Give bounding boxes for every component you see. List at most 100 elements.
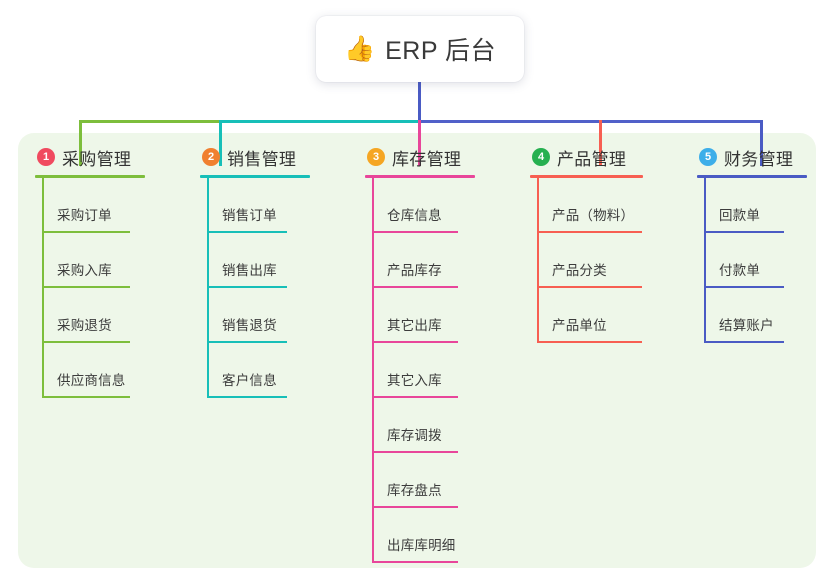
branch-item-label: 出库库明细 (387, 538, 456, 553)
branch-badge-1: 1 (37, 148, 55, 166)
branch-item-label: 供应商信息 (57, 373, 126, 388)
branch-item-rule (537, 341, 642, 343)
branch-title-3: 库存管理 (392, 149, 462, 169)
branch-item-rule (372, 396, 458, 398)
branch-item[interactable]: 产品分类 (530, 233, 643, 288)
branch-item[interactable]: 客户信息 (200, 343, 310, 398)
branch-item-rule (42, 231, 130, 233)
branch-item[interactable]: 采购退货 (35, 288, 145, 343)
branch-item-rule (372, 341, 458, 343)
branch-items-1: 采购订单采购入库采购退货供应商信息 (35, 178, 145, 398)
branch-column-1[interactable]: 1 采购管理采购订单采购入库采购退货供应商信息 (35, 145, 145, 398)
branch-badge-3: 3 (367, 148, 385, 166)
branch-item-rule (372, 231, 458, 233)
branch-item-label: 采购入库 (57, 263, 112, 278)
branch-header-1[interactable]: 1 采购管理 (35, 145, 145, 169)
branch-item[interactable]: 仓库信息 (365, 178, 475, 233)
branch-item[interactable]: 回款单 (697, 178, 807, 233)
branch-item-rule (207, 341, 287, 343)
branch-item-rule (42, 286, 130, 288)
branch-badge-5: 5 (699, 148, 717, 166)
branch-item[interactable]: 产品库存 (365, 233, 475, 288)
branch-item-label: 结算账户 (719, 318, 774, 333)
branch-item-label: 产品库存 (387, 263, 442, 278)
branch-spine-4 (537, 178, 539, 343)
branch-items-2: 销售订单销售出库销售退货客户信息 (200, 178, 310, 398)
branch-item-label: 采购订单 (57, 208, 112, 223)
branch-item-rule (372, 561, 458, 563)
branch-title-4: 产品管理 (557, 149, 627, 169)
branch-column-2[interactable]: 2 销售管理销售订单销售出库销售退货客户信息 (200, 145, 310, 398)
branch-spine-2 (207, 178, 209, 398)
branch-item[interactable]: 付款单 (697, 233, 807, 288)
branch-column-4[interactable]: 4 产品管理产品（物料） 产品分类产品单位 (530, 145, 643, 343)
branch-item-rule (207, 396, 287, 398)
branch-item-rule (704, 231, 784, 233)
branch-item-rule (704, 286, 784, 288)
branch-header-2[interactable]: 2 销售管理 (200, 145, 310, 169)
branch-title-2: 销售管理 (227, 149, 297, 169)
branches-panel (18, 133, 816, 568)
branch-badge-4: 4 (532, 148, 550, 166)
branch-rule-5 (697, 175, 807, 178)
branch-spine-5 (704, 178, 706, 343)
branch-item-rule (207, 286, 287, 288)
branch-items-3: 仓库信息产品库存其它出库其它入库库存调拨库存盘点出库库明细 (365, 178, 475, 563)
branch-item-rule (537, 231, 642, 233)
branch-item-rule (42, 341, 130, 343)
branch-item-label: 产品（物料） (552, 208, 635, 223)
branch-item-label: 其它入库 (387, 373, 442, 388)
branch-item[interactable]: 其它出库 (365, 288, 475, 343)
branch-header-3[interactable]: 3 库存管理 (365, 145, 475, 169)
branch-item-rule (372, 286, 458, 288)
branch-spine-3 (372, 178, 374, 563)
branch-rule-2 (200, 175, 310, 178)
branch-item[interactable]: 库存盘点 (365, 453, 475, 508)
branch-item-label: 回款单 (719, 208, 761, 223)
branch-item[interactable]: 库存调拨 (365, 398, 475, 453)
branch-badge-2: 2 (202, 148, 220, 166)
branch-item[interactable]: 销售订单 (200, 178, 310, 233)
branch-header-5[interactable]: 5 财务管理 (697, 145, 807, 169)
branch-item-rule (372, 451, 458, 453)
branch-item[interactable]: 采购订单 (35, 178, 145, 233)
branch-item-rule (704, 341, 784, 343)
branch-item-label: 库存盘点 (387, 483, 442, 498)
branch-item[interactable]: 销售退货 (200, 288, 310, 343)
branch-item[interactable]: 其它入库 (365, 343, 475, 398)
branch-item-label: 销售订单 (222, 208, 277, 223)
root-node-label: ERP 后台 (385, 37, 497, 65)
branch-title-5: 财务管理 (724, 149, 794, 169)
thumbs-up-icon: 👍 (343, 34, 376, 63)
branch-item-label: 仓库信息 (387, 208, 442, 223)
branch-rule-4 (530, 175, 643, 178)
branch-rule-1 (35, 175, 145, 178)
branch-item[interactable]: 采购入库 (35, 233, 145, 288)
branch-item[interactable]: 产品单位 (530, 288, 643, 343)
branch-column-5[interactable]: 5 财务管理回款单付款单结算账户 (697, 145, 807, 343)
branch-column-3[interactable]: 3 库存管理仓库信息产品库存其它出库其它入库库存调拨库存盘点出库库明细 (365, 145, 475, 563)
branch-items-5: 回款单付款单结算账户 (697, 178, 807, 343)
branch-item[interactable]: 产品（物料） (530, 178, 643, 233)
branch-item[interactable]: 销售出库 (200, 233, 310, 288)
branch-item[interactable]: 出库库明细 (365, 508, 475, 563)
branch-item-rule (372, 506, 458, 508)
branch-item-label: 销售退货 (222, 318, 277, 333)
branch-item[interactable]: 结算账户 (697, 288, 807, 343)
branch-rule-3 (365, 175, 475, 178)
branch-item-label: 采购退货 (57, 318, 112, 333)
root-node[interactable]: 👍 ERP 后台 (316, 16, 524, 82)
branch-title-1: 采购管理 (62, 149, 132, 169)
branch-item-rule (42, 396, 130, 398)
branch-item-label: 客户信息 (222, 373, 277, 388)
branch-header-4[interactable]: 4 产品管理 (530, 145, 643, 169)
branch-item-rule (537, 286, 642, 288)
branch-items-4: 产品（物料） 产品分类产品单位 (530, 178, 643, 343)
branch-item-label: 其它出库 (387, 318, 442, 333)
branch-item-rule (207, 231, 287, 233)
branch-item[interactable]: 供应商信息 (35, 343, 145, 398)
branch-item-label: 产品分类 (552, 263, 607, 278)
branch-spine-1 (42, 178, 44, 398)
branch-item-label: 产品单位 (552, 318, 607, 333)
